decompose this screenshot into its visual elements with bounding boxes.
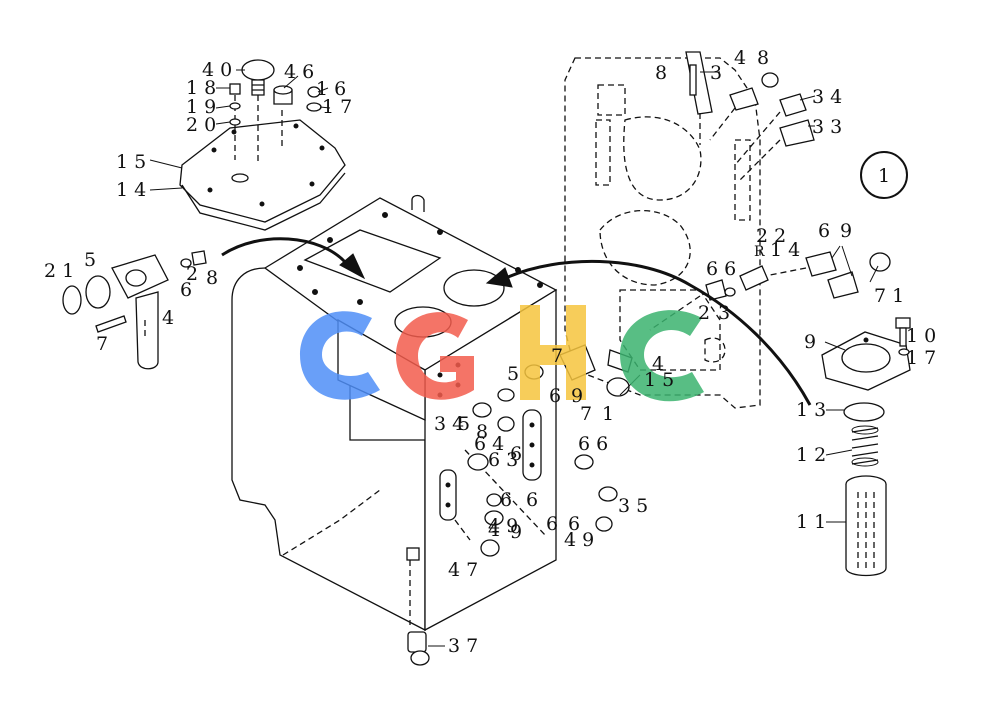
label-3-mid: 3 bbox=[718, 302, 730, 324]
label-9-port: 9 bbox=[571, 385, 583, 407]
label-13: 1 3 bbox=[796, 399, 826, 421]
label-8-top: 8 bbox=[655, 62, 667, 84]
filter-bolt bbox=[895, 317, 911, 356]
label-2-mid: 2 bbox=[698, 302, 710, 324]
label-6-face-c: 6 bbox=[526, 489, 538, 511]
label-49: 4 9 bbox=[488, 515, 518, 537]
label-22: 2 2 bbox=[756, 225, 786, 247]
label-34-face: 3 4 bbox=[434, 413, 464, 435]
label-16: 1 6 bbox=[316, 78, 346, 100]
label-15: 1 5 bbox=[116, 151, 146, 173]
filler-plug bbox=[273, 85, 293, 105]
hydraulic-tank bbox=[231, 194, 558, 632]
filter-element bbox=[845, 475, 887, 577]
watermark-letter-c1 bbox=[300, 311, 380, 400]
watermark-letter-h bbox=[520, 305, 586, 400]
filter-spring bbox=[851, 425, 879, 467]
label-71: 7 1 bbox=[874, 285, 904, 307]
label-37: 3 7 bbox=[448, 635, 478, 657]
drain-fitting bbox=[406, 547, 430, 666]
label-9-right: 9 bbox=[840, 220, 852, 242]
label-5-port: 5 bbox=[507, 363, 519, 385]
label-6-port: 6 bbox=[549, 385, 561, 407]
label-7-left: 7 bbox=[96, 333, 108, 355]
label-10: 1 0 bbox=[906, 325, 936, 347]
label-20: 2 0 bbox=[186, 114, 216, 136]
view-marker-circle bbox=[860, 151, 908, 199]
label-66-face: 6 6 bbox=[578, 433, 608, 455]
label-18: 1 8 bbox=[186, 77, 216, 99]
label-6-face-d: 6 bbox=[546, 513, 558, 535]
label-6-face-b: 6 bbox=[500, 489, 512, 511]
install-arrow bbox=[221, 237, 347, 264]
label-4-port: 4 bbox=[652, 353, 664, 375]
label-63: 6 3 bbox=[488, 449, 518, 471]
watermark-letter-g bbox=[396, 312, 474, 400]
view-marker-number: 1 bbox=[878, 165, 890, 187]
label-R: R bbox=[754, 244, 765, 260]
label-6-right: 6 bbox=[818, 220, 830, 242]
return-hose bbox=[507, 259, 812, 406]
label-21: 2 1 bbox=[44, 260, 74, 282]
label-3-top: 3 bbox=[710, 62, 722, 84]
label-2-left: 2 bbox=[186, 263, 198, 285]
label-4-left: 4 bbox=[162, 307, 174, 329]
label-64: 6 4 bbox=[474, 433, 504, 455]
label-19: 1 9 bbox=[186, 96, 216, 118]
label-15-port: 1 5 bbox=[644, 369, 674, 391]
suction-port-assembly bbox=[62, 250, 207, 370]
label-49-b: 4 9 bbox=[564, 529, 594, 551]
label-5: 5 bbox=[84, 249, 96, 271]
label-47: 4 7 bbox=[448, 559, 478, 581]
label-46: 4 6 bbox=[284, 61, 314, 83]
label-33: 3 3 bbox=[812, 116, 842, 138]
label-35: 3 5 bbox=[618, 495, 648, 517]
label-6-left: 6 bbox=[180, 279, 192, 301]
label-12: 1 2 bbox=[796, 444, 826, 466]
return-line-fittings bbox=[649, 251, 891, 331]
label-8-left: 8 bbox=[206, 267, 218, 289]
label-40: 4 0 bbox=[202, 59, 232, 81]
watermark-letter-c2 bbox=[620, 310, 704, 402]
upper-right-fittings bbox=[685, 51, 815, 181]
label-14: 1 4 bbox=[116, 179, 146, 201]
label-6-face-e: 6 bbox=[568, 513, 580, 535]
label-34: 3 4 bbox=[812, 86, 842, 108]
label-8-face: 8 bbox=[476, 421, 488, 443]
label-7-port: 7 bbox=[551, 345, 563, 367]
label-66: 6 6 bbox=[706, 258, 736, 280]
label-14-right: 1 4 bbox=[770, 239, 800, 261]
watermark-logo bbox=[300, 305, 704, 402]
tank-cover-plate bbox=[179, 95, 346, 231]
leader-lines bbox=[149, 69, 879, 647]
label-7-port-b: 7 bbox=[580, 403, 592, 425]
label-4-face: 4 bbox=[488, 519, 500, 541]
dipstick-bolt bbox=[229, 83, 241, 126]
callout-labels: 4 0 4 6 1 8 1 6 1 9 1 7 2 0 1 5 1 4 2 1 … bbox=[44, 47, 936, 657]
breather-cap bbox=[241, 59, 275, 96]
label-5-face: 5 bbox=[458, 413, 470, 435]
label-1-port: 1 bbox=[602, 403, 614, 425]
label-6-face: 6 bbox=[510, 443, 522, 465]
label-8-top-right: 8 bbox=[757, 47, 769, 69]
label-9-face: 9 bbox=[510, 521, 522, 543]
label-4-top: 4 bbox=[734, 47, 746, 69]
label-17-top: 1 7 bbox=[322, 96, 352, 118]
label-9-filter: 9 bbox=[804, 331, 816, 353]
label-11: 1 1 bbox=[796, 511, 826, 533]
label-17-filter: 1 7 bbox=[906, 347, 936, 369]
filter-o-ring bbox=[843, 402, 885, 422]
filter-cover bbox=[821, 331, 911, 391]
